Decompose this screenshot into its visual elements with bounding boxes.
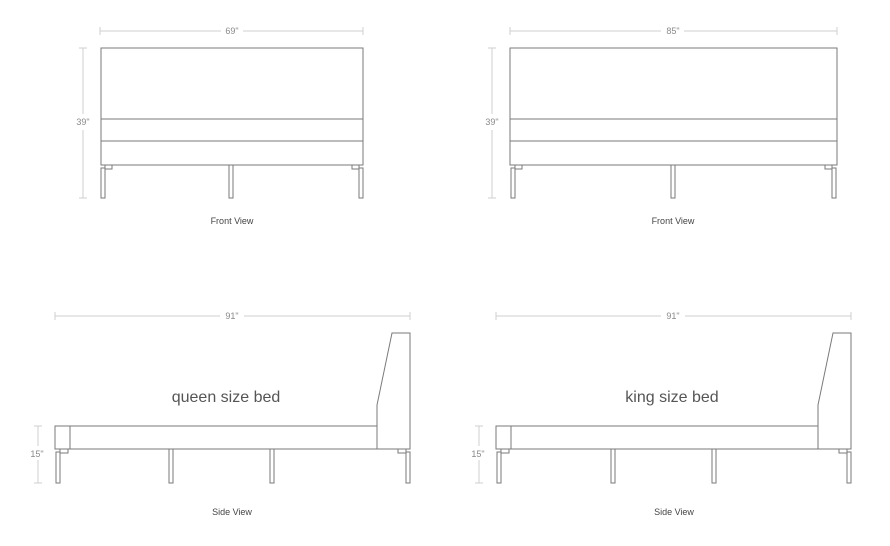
king-side-view: 91" 15" king size bed Side View — [471, 311, 852, 517]
bed-side-outline — [495, 332, 852, 450]
bed-legs — [510, 165, 837, 199]
bed-legs — [55, 449, 411, 484]
height-dimension — [488, 47, 496, 199]
bed-side-outline — [54, 332, 411, 450]
bed-legs — [496, 449, 852, 484]
height-dimension-label: 15" — [30, 449, 43, 459]
bed-front-outline — [509, 47, 838, 166]
height-dimension — [475, 425, 483, 484]
queen-side-view: 91" 15" queen size bed Side View — [30, 311, 411, 517]
width-dimension-label: 85" — [666, 26, 679, 36]
bed-front-outline — [100, 47, 364, 166]
length-dimension-label: 91" — [225, 311, 238, 321]
view-label: Front View — [652, 216, 695, 226]
height-dimension-label: 15" — [471, 449, 484, 459]
height-dimension-label: 39" — [485, 117, 498, 127]
height-dimension-label: 39" — [76, 117, 89, 127]
view-label: Front View — [211, 216, 254, 226]
height-dimension — [79, 47, 87, 199]
bed-size-label: queen size bed — [172, 389, 281, 406]
queen-front-view: 69" 39" Front View — [76, 26, 364, 226]
height-dimension — [34, 425, 42, 484]
width-dimension — [99, 27, 364, 35]
king-front-view: 85" 39" Front View — [485, 26, 838, 226]
length-dimension — [54, 312, 411, 320]
view-label: Side View — [654, 507, 694, 517]
bed-legs — [100, 165, 364, 199]
width-dimension-label: 69" — [225, 26, 238, 36]
length-dimension-label: 91" — [666, 311, 679, 321]
length-dimension — [495, 312, 852, 320]
view-label: Side View — [212, 507, 252, 517]
bed-size-label: king size bed — [625, 389, 718, 406]
width-dimension — [509, 27, 838, 35]
